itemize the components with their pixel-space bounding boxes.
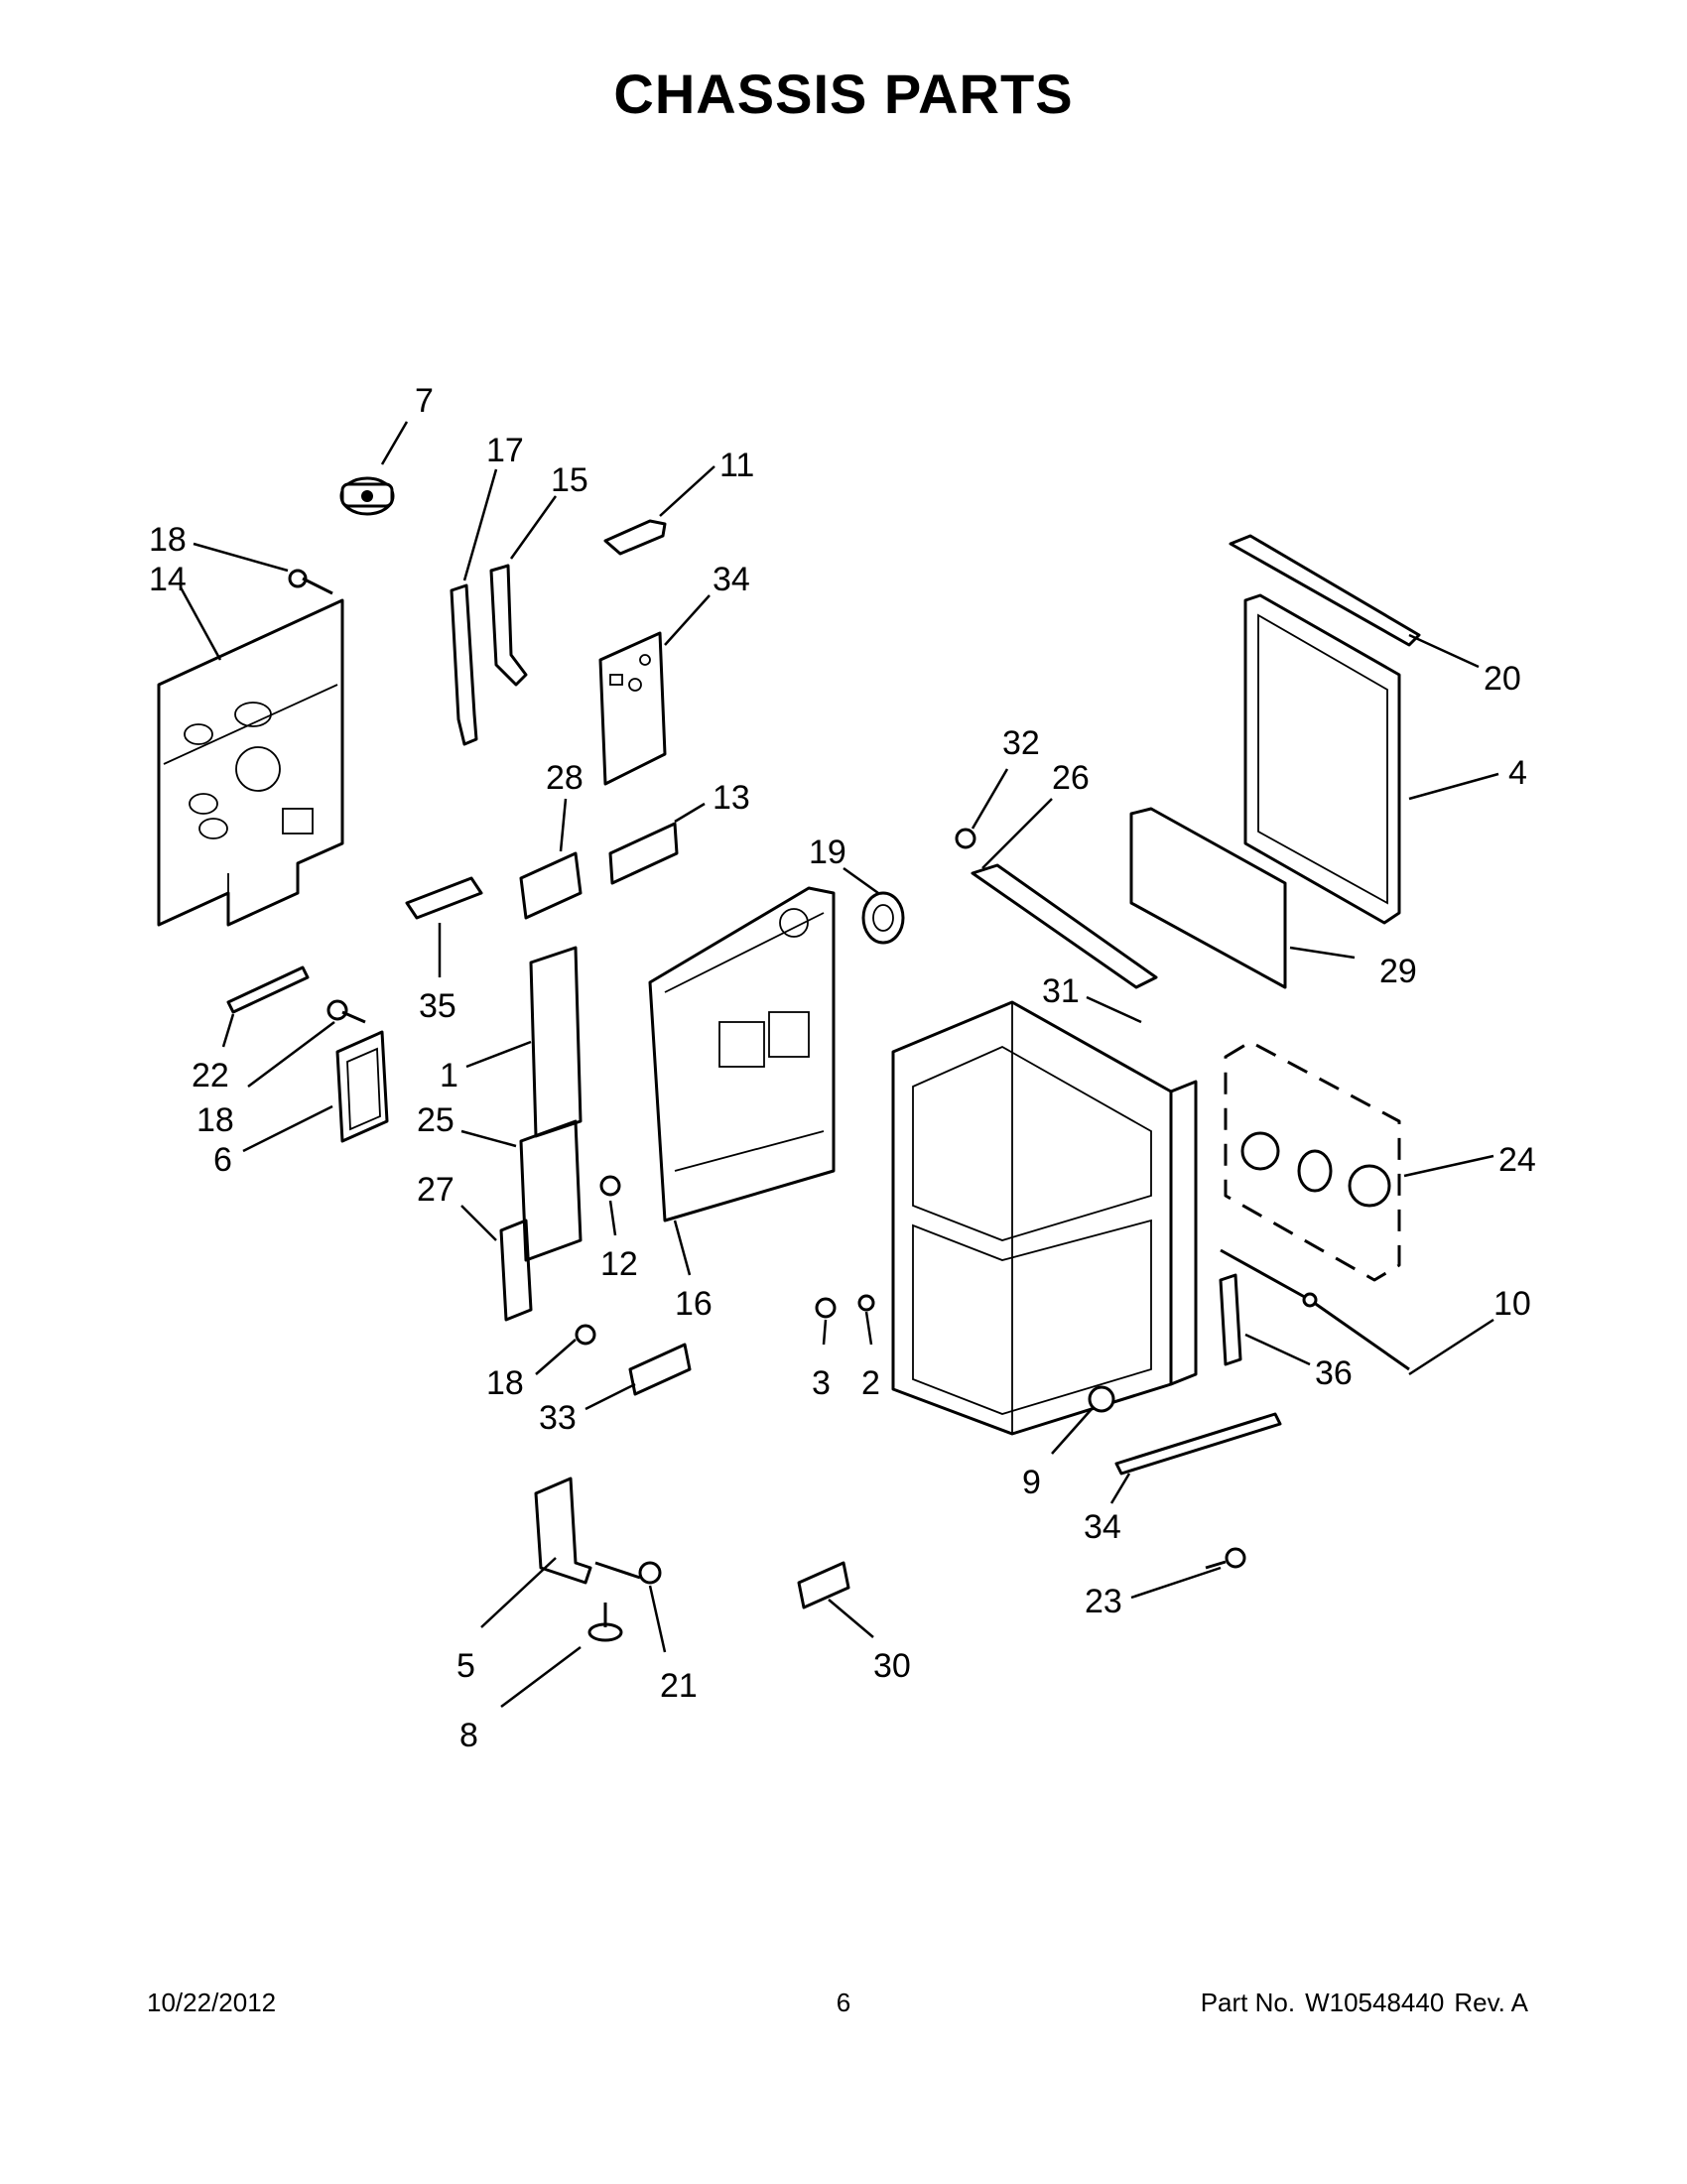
callout-18c: 18 — [486, 1364, 524, 1402]
part-number: W10548440 — [1305, 1988, 1445, 2017]
callout-labels: 7 17 15 11 18 14 34 20 4 32 26 28 13 19 … — [149, 382, 1536, 1754]
callout-27: 27 — [417, 1171, 454, 1209]
page-title: CHASSIS PARTS — [613, 63, 1074, 125]
bracket-36-part — [1219, 1273, 1242, 1366]
callout-20: 20 — [1484, 660, 1521, 698]
callout-34b: 34 — [1084, 1508, 1121, 1546]
footer-date: 10/22/2012 — [147, 1988, 277, 2017]
oven-cavity-part — [891, 1000, 1198, 1436]
callout-8: 8 — [459, 1717, 478, 1754]
callout-13: 13 — [713, 779, 750, 817]
callout-16: 16 — [675, 1285, 713, 1323]
screw-fastener-parts — [599, 1175, 875, 1319]
vent-parts — [226, 965, 389, 1143]
callout-23: 23 — [1085, 1583, 1122, 1620]
terminal-block-part — [405, 876, 483, 920]
callout-21: 21 — [660, 1667, 698, 1705]
rear-panel-part — [157, 598, 344, 927]
thermostat-part — [339, 476, 395, 516]
slide-rail-part — [955, 828, 1158, 989]
callout-18: 18 — [149, 521, 187, 559]
callout-35: 35 — [419, 987, 456, 1025]
footer-page-number: 6 — [836, 1988, 851, 2017]
callout-34: 34 — [713, 561, 750, 598]
callout-11: 11 — [719, 447, 754, 484]
callout-10: 10 — [1493, 1285, 1531, 1323]
vertical-panel-part — [598, 631, 667, 786]
callout-3: 3 — [812, 1364, 831, 1402]
small-bracket-part — [603, 519, 667, 556]
callout-9: 9 — [1022, 1464, 1041, 1501]
callout-31: 31 — [1042, 972, 1080, 1010]
door-frame-parts — [1229, 534, 1421, 925]
leader-lines — [179, 421, 1499, 1708]
callout-28: 28 — [546, 759, 584, 797]
lower-panel-part — [1129, 807, 1287, 989]
callout-30: 30 — [873, 1647, 911, 1685]
callout-14: 14 — [149, 561, 187, 598]
screw-part — [288, 569, 333, 595]
callout-32: 32 — [1002, 724, 1040, 762]
channel-parts — [499, 946, 583, 1322]
callout-17: 17 — [486, 432, 524, 469]
callout-12: 12 — [600, 1245, 638, 1283]
revision: Rev. A — [1454, 1988, 1528, 2017]
callout-24: 24 — [1498, 1141, 1536, 1179]
callout-36: 36 — [1315, 1354, 1353, 1392]
callout-22: 22 — [192, 1057, 229, 1094]
trim-strip-part — [1088, 1385, 1282, 1476]
footer-part-number: Part No. W10548440 Rev. A — [1191, 1988, 1528, 2018]
vertical-bracket-parts — [450, 564, 528, 746]
grommet-part — [861, 891, 905, 945]
clip-30-part — [797, 1561, 850, 1609]
bracket-13-28-parts — [519, 822, 679, 920]
light-assembly-part — [1224, 1040, 1401, 1282]
callout-5: 5 — [456, 1647, 475, 1685]
callout-6: 6 — [213, 1141, 232, 1179]
callout-7: 7 — [415, 382, 434, 420]
sensor-probe-part — [1220, 1248, 1410, 1371]
leveling-leg-parts — [534, 1477, 662, 1642]
callout-33: 33 — [539, 1399, 577, 1437]
side-frame-part — [648, 886, 836, 1222]
callout-25: 25 — [417, 1101, 454, 1139]
callout-26: 26 — [1052, 759, 1090, 797]
callout-29: 29 — [1379, 953, 1417, 990]
callout-19: 19 — [809, 834, 846, 871]
part-label: Part No. — [1200, 1988, 1296, 2017]
screw-23-part — [1205, 1547, 1246, 1570]
callout-15: 15 — [551, 461, 588, 499]
callout-1: 1 — [440, 1057, 458, 1094]
bracket-33-part — [575, 1324, 692, 1396]
callout-2: 2 — [861, 1364, 880, 1402]
callout-4: 4 — [1508, 754, 1527, 792]
callout-18b: 18 — [196, 1101, 234, 1139]
